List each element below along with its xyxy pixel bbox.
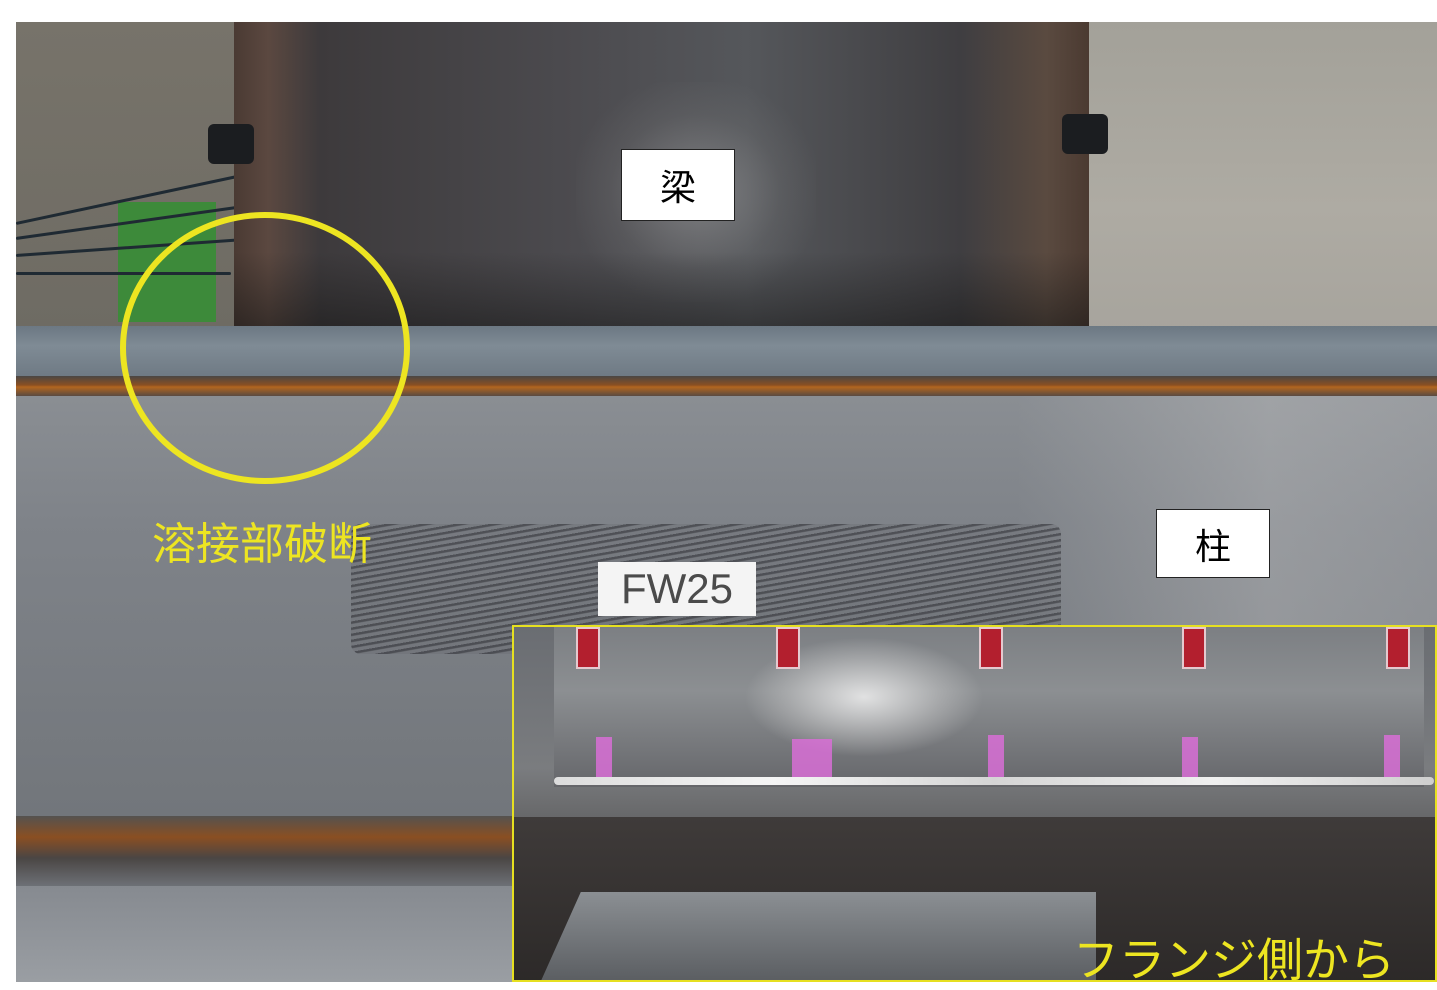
sensor-clamp-left — [208, 124, 254, 164]
strain-gauge — [576, 627, 600, 669]
strain-gauge — [1182, 627, 1206, 669]
pink-mark — [1384, 735, 1400, 779]
pink-mark — [988, 735, 1004, 779]
strain-gauge — [776, 627, 800, 669]
pink-mark — [792, 739, 832, 783]
beam-label: 梁 — [621, 149, 735, 221]
weld-fracture-caption: 溶接部破断 — [152, 519, 372, 570]
pink-mark — [1182, 737, 1198, 781]
inset-flange-view — [512, 625, 1437, 982]
specimen-label: FW25 — [598, 562, 756, 616]
cable — [16, 272, 231, 275]
inset-tray — [536, 892, 1096, 980]
fracture-highlight-circle — [120, 212, 410, 484]
weld-fracture-line — [554, 777, 1434, 785]
floor-right — [1086, 22, 1437, 332]
pink-mark — [596, 737, 612, 781]
sensor-clamp-right — [1062, 114, 1108, 154]
column-label: 柱 — [1156, 509, 1270, 578]
strain-gauge — [979, 627, 1003, 669]
strain-gauge — [1386, 627, 1410, 669]
flange-side-caption: フランジ側から — [1073, 933, 1395, 987]
